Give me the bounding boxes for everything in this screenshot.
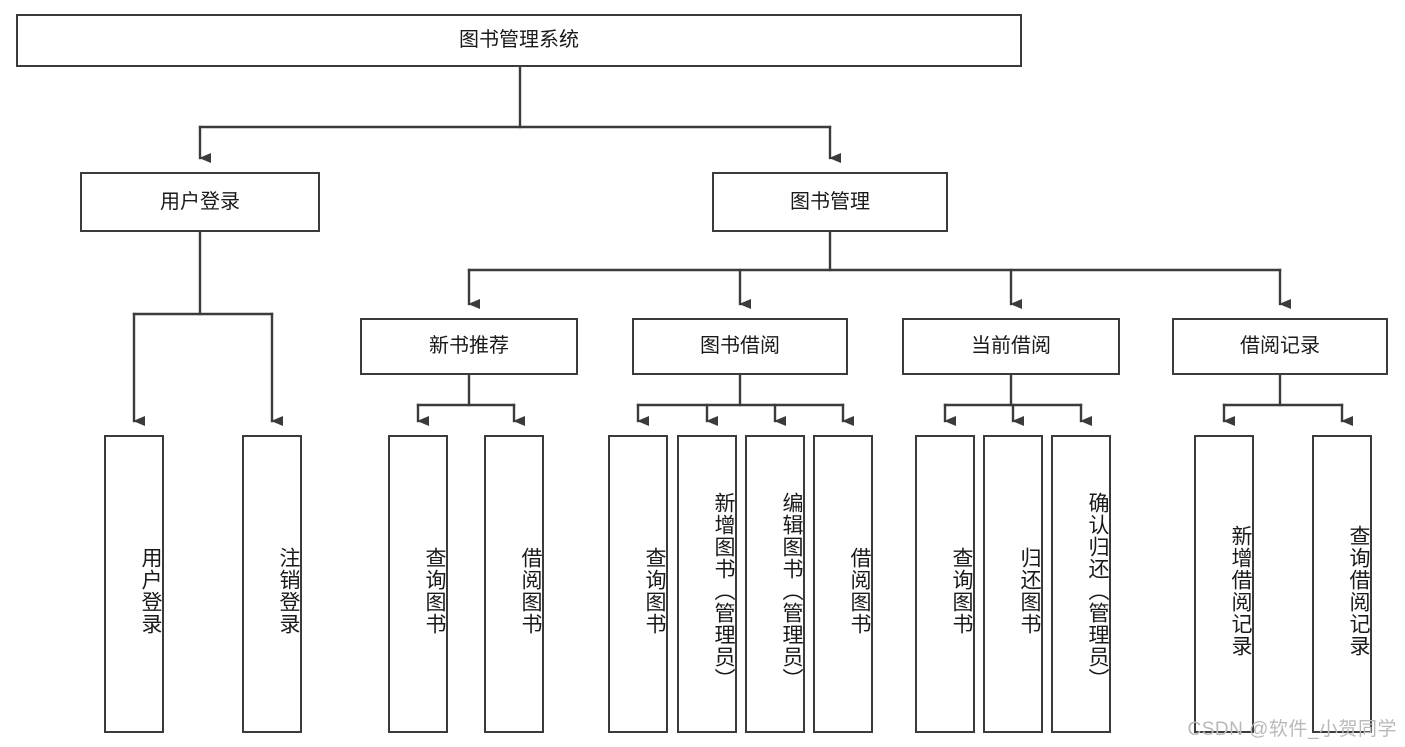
node-label: 查询图书	[423, 547, 446, 635]
node-leaf-query-book-1[interactable]: 查询图书	[388, 435, 448, 733]
node-label: 新书推荐	[429, 335, 509, 358]
node-label: 用户登录	[160, 190, 240, 213]
node-leaf-query-book-3[interactable]: 查询图书	[915, 435, 975, 733]
node-leaf-edit-book[interactable]: 编辑图书（管理员）	[745, 435, 805, 733]
node-label: 编辑图书（管理员）	[780, 492, 803, 690]
node-label: 注销登录	[277, 547, 300, 635]
node-label: 用户登录	[139, 547, 162, 635]
node-label: 查询图书	[643, 547, 666, 635]
node-label: 图书管理	[790, 190, 870, 213]
node-label: 查询图书	[950, 547, 973, 635]
node-leaf-add-book[interactable]: 新增图书（管理员）	[677, 435, 737, 733]
node-label: 当前借阅	[971, 335, 1051, 358]
node-leaf-borrow-book-1[interactable]: 借阅图书	[484, 435, 544, 733]
node-leaf-query-book-2[interactable]: 查询图书	[608, 435, 668, 733]
node-current-borrow[interactable]: 当前借阅	[902, 318, 1120, 375]
node-leaf-query-record[interactable]: 查询借阅记录	[1312, 435, 1372, 733]
node-label: 新增图书（管理员）	[712, 492, 735, 690]
node-leaf-add-record[interactable]: 新增借阅记录	[1194, 435, 1254, 733]
node-user-login[interactable]: 用户登录	[80, 172, 320, 232]
node-leaf-logout[interactable]: 注销登录	[242, 435, 302, 733]
node-borrow-record[interactable]: 借阅记录	[1172, 318, 1388, 375]
node-leaf-user-login[interactable]: 用户登录	[104, 435, 164, 733]
node-leaf-return-book[interactable]: 归还图书	[983, 435, 1043, 733]
node-label: 借阅记录	[1240, 335, 1320, 358]
node-leaf-borrow-book-2[interactable]: 借阅图书	[813, 435, 873, 733]
node-book-manage[interactable]: 图书管理	[712, 172, 948, 232]
node-new-book-recommend[interactable]: 新书推荐	[360, 318, 578, 375]
node-label: 借阅图书	[848, 547, 871, 635]
node-label: 新增借阅记录	[1229, 525, 1252, 657]
node-label: 借阅图书	[519, 547, 542, 635]
node-label: 图书管理系统	[459, 29, 579, 52]
node-book-borrow[interactable]: 图书借阅	[632, 318, 848, 375]
node-root-system[interactable]: 图书管理系统	[16, 14, 1022, 67]
node-label: 确认归还（管理员）	[1086, 492, 1109, 690]
node-label: 查询借阅记录	[1347, 525, 1370, 657]
node-label: 归还图书	[1018, 547, 1041, 635]
node-label: 图书借阅	[700, 335, 780, 358]
node-leaf-confirm-return[interactable]: 确认归还（管理员）	[1051, 435, 1111, 733]
